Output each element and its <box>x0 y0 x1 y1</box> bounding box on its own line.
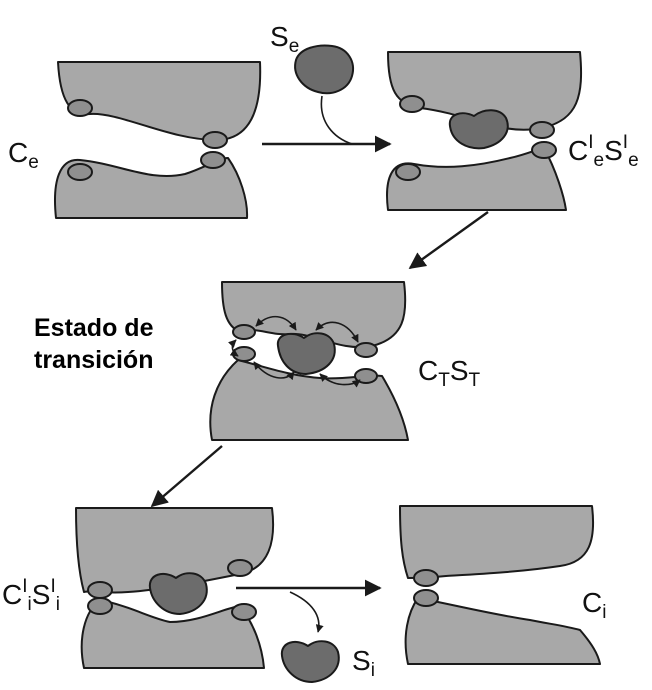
binding-site <box>354 342 378 358</box>
substrate-transition <box>276 332 336 375</box>
interaction-arrow <box>228 339 239 357</box>
binding-site <box>413 569 439 587</box>
substrate-si <box>280 640 340 683</box>
transition-title: Estado de <box>34 314 154 342</box>
panel-enzyme-ce: Ce <box>8 61 262 219</box>
binding-site <box>231 603 257 621</box>
label-cisi: CIiSIi <box>2 576 60 615</box>
interaction-arrow <box>253 361 295 381</box>
substrate-si-group: Si <box>280 640 375 683</box>
binding-site <box>395 163 421 181</box>
binding-site <box>529 121 555 139</box>
label-si: Si <box>352 645 375 681</box>
enzyme-upper-domain <box>75 507 275 594</box>
arrow-to-product-complex <box>150 445 223 508</box>
label-ce: Ce <box>8 137 39 173</box>
binding-site <box>67 99 93 117</box>
binding-site <box>232 324 256 340</box>
binding-site <box>87 597 113 615</box>
substrate-bound <box>148 572 208 615</box>
arrow-to-transition <box>408 211 489 269</box>
enzyme-lower-domain <box>404 597 601 665</box>
enzyme-lower-domain <box>54 157 249 219</box>
label-se: Se <box>270 21 299 57</box>
substrate-bound <box>448 109 509 150</box>
binding-site <box>202 131 228 149</box>
panel-complex-cisi: CIiSIi <box>2 507 275 669</box>
enzyme-upper-domain <box>399 505 595 579</box>
binding-site <box>399 95 425 113</box>
substrate-se-group: Se <box>270 21 354 95</box>
arrow-substrate-out <box>289 591 324 633</box>
binding-site <box>413 589 439 607</box>
label-ctst: CTST <box>418 355 481 391</box>
substrate-se <box>294 44 354 95</box>
enzyme-upper-domain <box>221 281 407 349</box>
transition-title-line2: transición <box>34 346 153 374</box>
binding-site <box>531 141 557 159</box>
label-cese: CIeSIe <box>568 132 639 171</box>
binding-site <box>227 559 253 577</box>
binding-site <box>87 581 113 599</box>
panel-transition-state: CTST <box>209 281 481 441</box>
enzyme-upper-domain <box>57 61 262 141</box>
arrow-substrate-in <box>320 95 353 145</box>
binding-site <box>200 151 226 169</box>
interaction-arrow <box>315 321 359 343</box>
label-ci: Ci <box>582 587 606 623</box>
panel-complex-cese: CIeSIe <box>386 51 639 211</box>
panel-enzyme-ci: Ci <box>399 505 606 665</box>
binding-site <box>67 163 93 181</box>
interaction-arrow <box>255 315 297 331</box>
interaction-arrow <box>319 373 361 388</box>
enzyme-lower-domain <box>80 599 265 669</box>
